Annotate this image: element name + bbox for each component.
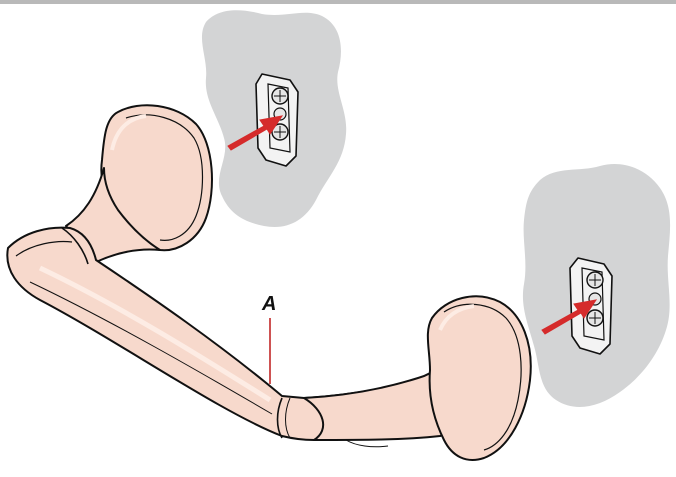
callout-label: A (261, 293, 276, 315)
top-divider (0, 0, 676, 4)
